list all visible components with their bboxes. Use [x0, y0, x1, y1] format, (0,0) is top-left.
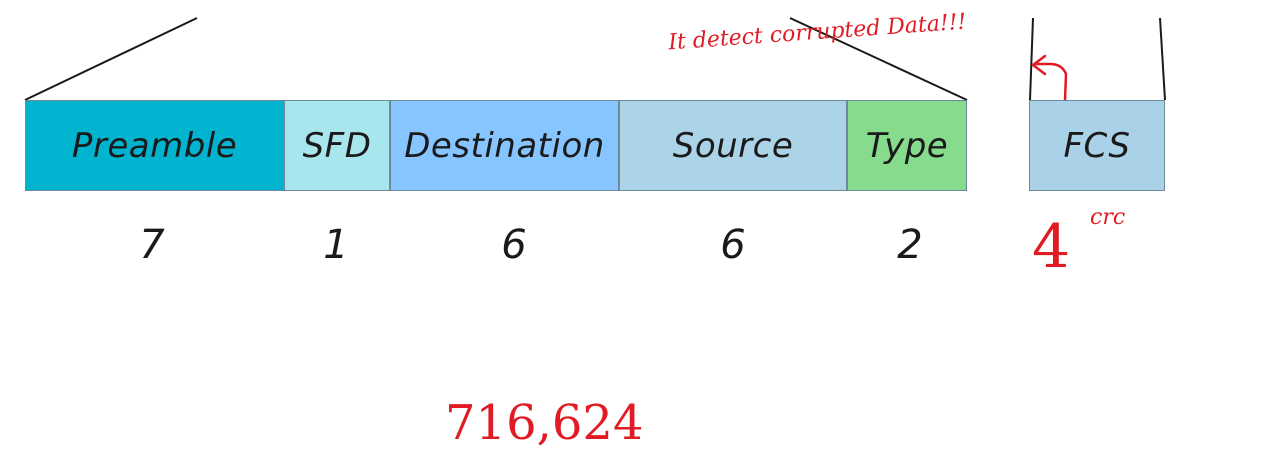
size-sfd: 1 — [323, 222, 349, 268]
field-preamble: Preamble — [25, 100, 284, 191]
field-sfd: SFD — [284, 100, 390, 191]
field-preamble-label: Preamble — [71, 125, 238, 166]
arrow-head-icon — [1031, 54, 1047, 76]
fcs-left-line — [1029, 17, 1034, 101]
field-source: Source — [619, 100, 847, 191]
fcs-size-handwritten: 4 — [1032, 212, 1071, 282]
size-source: 6 — [720, 222, 746, 268]
sizes-sequence: 716,624 — [445, 395, 644, 451]
left-expansion-line — [24, 17, 198, 101]
field-destination-label: Destination — [404, 125, 605, 166]
arrow-icon — [1033, 62, 1068, 102]
size-type: 2 — [897, 222, 923, 268]
field-fcs: FCS — [1029, 100, 1165, 191]
field-source-label: Source — [672, 125, 794, 166]
field-sfd-label: SFD — [302, 125, 372, 166]
fcs-right-line — [1159, 17, 1166, 101]
size-destination: 6 — [501, 222, 527, 268]
crc-label: crc — [1090, 205, 1126, 230]
field-fcs-label: FCS — [1063, 125, 1131, 166]
field-destination: Destination — [390, 100, 619, 191]
size-preamble: 7 — [139, 222, 165, 268]
field-type-label: Type — [865, 125, 949, 166]
field-type: Type — [847, 100, 967, 191]
right-expansion-line — [789, 17, 968, 101]
